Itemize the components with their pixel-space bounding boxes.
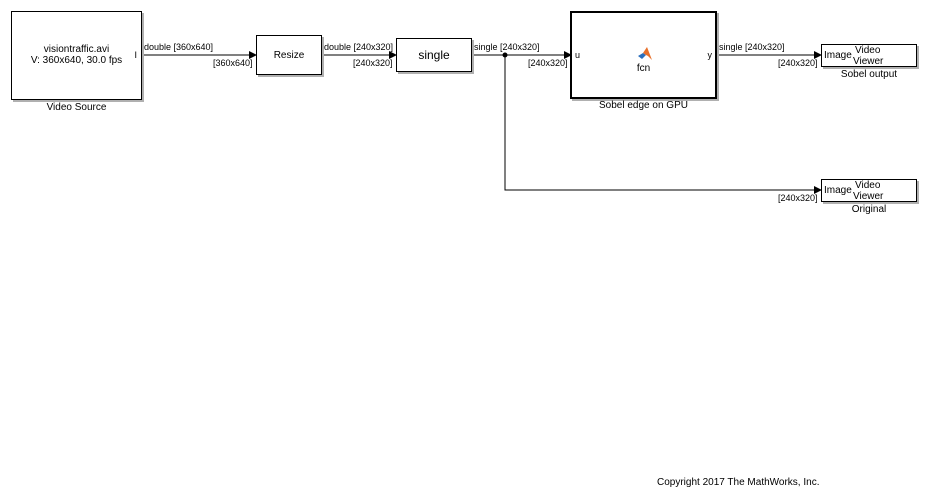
video-source-filename: visiontraffic.avi — [43, 44, 110, 55]
viewer-sobel-input-port: Image — [824, 50, 852, 61]
video-viewer-sobel-name[interactable]: Sobel output — [840, 69, 898, 80]
viewer-original-input-port: Image — [824, 185, 852, 196]
signal-4-type: single [240x320] — [719, 42, 785, 52]
matlab-logo-icon — [638, 47, 652, 60]
resize-block[interactable]: Resize — [256, 35, 322, 75]
video-source-format: V: 360x640, 30.0 fps — [30, 55, 123, 66]
viewer-sobel-title-2: Viewer — [853, 56, 884, 67]
video-source-output-port: I — [134, 50, 137, 60]
data-type-conversion-label: single — [418, 48, 450, 62]
signal-5-dimension: [240x320] — [778, 193, 818, 203]
video-viewer-sobel-block[interactable]: Image Video Viewer — [821, 44, 917, 67]
viewer-sobel-title-1: Video — [855, 45, 881, 56]
signal-2-type: double [240x320] — [324, 42, 394, 52]
sobel-function-block[interactable]: u y fcn — [570, 11, 717, 99]
signal-4-dimension: [240x320] — [778, 58, 818, 68]
copyright-notice: Copyright 2017 The MathWorks, Inc. — [657, 477, 820, 488]
resize-label: Resize — [273, 50, 305, 61]
sobel-block-name[interactable]: Sobel edge on GPU — [599, 100, 688, 111]
video-source-block[interactable]: visiontraffic.avi V: 360x640, 30.0 fps I — [11, 11, 142, 100]
sobel-fcn-label: fcn — [636, 63, 651, 74]
signal-3-type: single [240x320] — [474, 42, 540, 52]
wire-branch-to-original[interactable] — [504, 55, 822, 194]
video-viewer-original-block[interactable]: Image Video Viewer — [821, 179, 917, 202]
video-source-name[interactable]: Video Source — [46, 102, 107, 113]
signal-3-dimension: [240x320] — [528, 58, 568, 68]
signal-1-type: double [360x640] — [144, 42, 214, 52]
sobel-output-port: y — [707, 50, 713, 60]
data-type-conversion-block[interactable]: single — [396, 38, 472, 72]
sobel-input-port: u — [575, 50, 581, 60]
branch-point — [502, 52, 508, 58]
viewer-original-title-1: Video — [855, 180, 881, 191]
signal-2-dimension: [240x320] — [353, 58, 393, 68]
video-viewer-original-name[interactable]: Original — [851, 204, 887, 215]
signal-1-dimension: [360x640] — [213, 58, 253, 68]
viewer-original-title-2: Viewer — [853, 191, 884, 202]
